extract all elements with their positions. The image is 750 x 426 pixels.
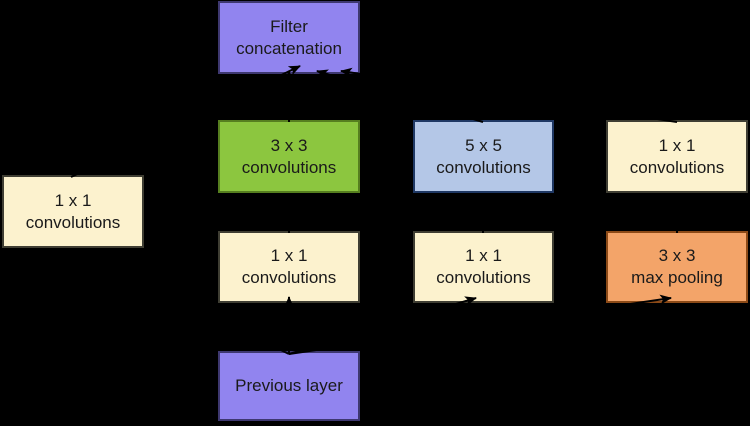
node-label: convolutions xyxy=(25,212,121,232)
edge-previous-to-maxpool xyxy=(288,294,672,355)
node-label: convolutions xyxy=(241,268,337,287)
node-1x1-convolutions-right: 1 x 1 convolutions xyxy=(606,120,748,193)
node-filter-concatenation: Filter concatenation xyxy=(218,1,360,74)
node-previous-layer: Previous layer xyxy=(218,351,360,421)
node-label: convolutions xyxy=(436,268,531,287)
node-label: max pooling xyxy=(631,268,723,287)
node-3x3-max-pooling: 3 x 3 max pooling xyxy=(606,231,748,303)
node-label: 1 x 1 xyxy=(658,135,696,155)
node-label: 5 x 5 xyxy=(465,135,502,155)
node-5x5-convolutions: 5 x 5 convolutions xyxy=(413,120,554,193)
node-label: 3 x 3 xyxy=(658,246,696,265)
node-label: convolutions xyxy=(629,157,725,177)
node-label: Filter xyxy=(270,16,308,36)
node-label: concatenation xyxy=(236,38,342,58)
edge-1x1-col4-to-concat xyxy=(340,67,678,123)
node-label: 1 x 1 xyxy=(465,246,502,265)
node-1x1-convolutions-middle: 1 x 1 convolutions xyxy=(218,231,360,303)
node-label: convolutions xyxy=(241,157,337,177)
node-label: Previous layer xyxy=(235,376,343,395)
node-1x1-convolutions-col3: 1 x 1 convolutions xyxy=(413,231,554,303)
node-3x3-convolutions: 3 x 3 convolutions xyxy=(218,120,360,193)
edge-previous-to-1x1-col3 xyxy=(288,296,477,355)
edge-5x5conv-to-concat xyxy=(316,69,484,123)
node-label: 3 x 3 xyxy=(270,135,308,155)
node-label: 1 x 1 xyxy=(270,246,308,265)
node-label: convolutions xyxy=(436,157,531,177)
node-1x1-convolutions-left: 1 x 1 convolutions xyxy=(2,175,144,248)
node-label: 1 x 1 xyxy=(54,190,92,210)
